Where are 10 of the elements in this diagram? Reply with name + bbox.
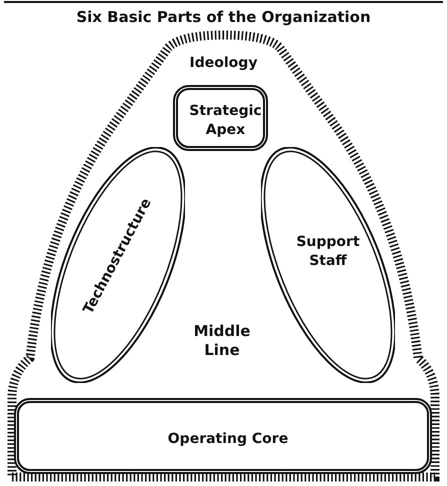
rounded-box	[173, 85, 268, 151]
rounded-box	[14, 398, 432, 474]
oval-region	[261, 147, 395, 383]
part-label: Middle Line	[180, 320, 264, 364]
diagram-title: Six Basic Parts of the Organization	[75, 8, 372, 27]
part-label: Strategic Apex	[188, 102, 263, 140]
part-label: Ideology	[188, 54, 258, 73]
part-label: Support Staff	[295, 233, 361, 271]
oval-region	[51, 147, 185, 383]
part-label: Operating Core	[166, 430, 290, 449]
